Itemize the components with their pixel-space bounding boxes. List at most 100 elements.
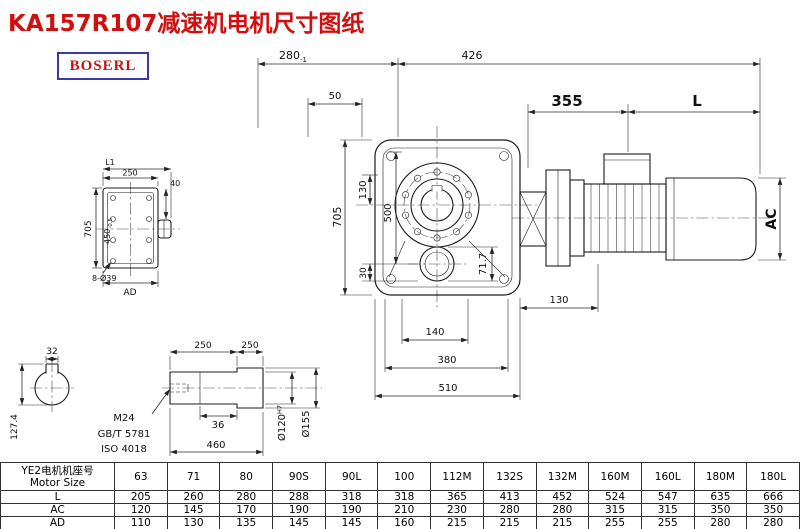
cell: 350 (746, 503, 800, 517)
column-header: 160M (588, 462, 642, 491)
cell: 190 (324, 503, 379, 517)
cell: 205 (114, 490, 168, 504)
table-row: L 205 260 280 288 318 318 365 413 452 52… (0, 490, 800, 504)
main-dimensions: 280-1 426 50 355 L 705 130 500 30 71.7 A… (257, 49, 786, 400)
cell: 215 (535, 516, 590, 529)
cell: 318 (324, 490, 379, 504)
dim-dia120: Ø120H7 (276, 405, 289, 441)
column-header: 180L (746, 462, 800, 491)
column-header: 100 (377, 462, 432, 491)
cell: 315 (588, 503, 642, 517)
cell: 210 (377, 503, 432, 517)
column-header: 180M (693, 462, 748, 491)
standard-iso-label: ISO 4018 (101, 444, 147, 455)
dim-shaft-250a: 250 (194, 341, 211, 351)
shaft-side-view (162, 367, 322, 409)
motor-size-header: YE2电机机座号 Motor Size (0, 462, 115, 491)
dim-AC: AC (764, 208, 780, 229)
table-row: AD 110 130 135 145 145 160 215 215 215 2… (0, 516, 800, 529)
cell: 130 (166, 516, 221, 529)
dim-500: 500 (383, 203, 394, 222)
cell: 315 (640, 503, 695, 517)
dim-shaft-250b: 250 (241, 341, 258, 351)
column-header: 132M (535, 462, 590, 491)
column-header: 90S (272, 462, 326, 491)
cell: 350 (693, 503, 748, 517)
page-title: KA157R107减速机电机尺寸图纸 (8, 11, 365, 37)
dim-705: 705 (331, 207, 344, 228)
cell: 524 (588, 490, 642, 504)
row-label-AD: AD (0, 516, 115, 529)
cell: 280 (746, 516, 800, 529)
column-header: 112M (430, 462, 484, 491)
dim-50: 50 (329, 91, 342, 102)
cell: 280 (535, 503, 590, 517)
technical-drawing: L1 250 40 705 450-0.5 8-Ø39 AD 32 127.4 (10, 49, 786, 456)
dim-flange-705: 705 (84, 220, 94, 237)
cell: 280 (482, 503, 537, 517)
cell: 190 (272, 503, 326, 517)
table-row: AC 120 145 170 190 190 210 230 280 280 3… (0, 503, 800, 517)
dim-shaft-36: 36 (212, 420, 225, 431)
cell: 170 (219, 503, 274, 517)
column-header: 80 (219, 462, 274, 491)
cell: 255 (640, 516, 695, 529)
cell: 215 (430, 516, 484, 529)
cell: 145 (166, 503, 221, 517)
dim-280: 280-1 (279, 49, 307, 64)
dim-130-bottom: 130 (549, 295, 568, 306)
dim-flange-450: 450-0.5 (103, 217, 114, 244)
cell: 318 (377, 490, 432, 504)
flange-view-dimensions: L1 250 40 705 450-0.5 8-Ø39 AD (84, 158, 180, 298)
cell: 452 (535, 490, 590, 504)
cell: 160 (377, 516, 432, 529)
dim-flange-250: 250 (122, 169, 137, 178)
dim-flange-AD: AD (123, 288, 136, 298)
cell: 215 (482, 516, 537, 529)
cell: 288 (272, 490, 326, 504)
dimension-table: YE2电机机座号 Motor Size 63 71 80 90S 90L 100… (0, 462, 800, 529)
dim-127-4: 127.4 (10, 414, 20, 440)
column-header: 160L (640, 462, 695, 491)
dim-510: 510 (438, 383, 457, 394)
brand-logo: BOSERL (57, 52, 149, 80)
cell: 145 (272, 516, 326, 529)
thread-label: M24 (113, 413, 134, 424)
row-label-L: L (0, 490, 115, 504)
standard-gbt-label: GB/T 5781 (98, 429, 151, 440)
cell: 413 (482, 490, 537, 504)
cell: 547 (640, 490, 695, 504)
dim-140: 140 (425, 327, 444, 338)
cell: 365 (430, 490, 484, 504)
dim-key-32: 32 (46, 347, 57, 357)
dim-130-left: 130 (358, 180, 369, 199)
cell: 666 (746, 490, 800, 504)
dim-flange-holes: 8-Ø39 (92, 273, 116, 283)
cell: 260 (166, 490, 221, 504)
cell: 230 (430, 503, 484, 517)
cell: 120 (114, 503, 168, 517)
cell: 135 (219, 516, 274, 529)
flange-view (96, 182, 180, 277)
motor-side-view (512, 153, 772, 267)
column-header: 63 (114, 462, 168, 491)
dim-426: 426 (462, 49, 483, 62)
column-header: 71 (166, 462, 221, 491)
column-header: 90L (324, 462, 379, 491)
cell: 635 (693, 490, 748, 504)
dim-flange-40: 40 (170, 179, 180, 188)
dim-dia155: Ø155 (300, 411, 312, 438)
motor-size-header-cn: YE2电机机座号 (21, 464, 94, 477)
dim-flange-L1: L1 (105, 158, 115, 167)
dim-shaft-460: 460 (206, 440, 225, 451)
shaft-side-dimensions: 250 250 36 460 M24 GB/T 5781 ISO 4018 Ø1… (98, 341, 320, 456)
dim-30: 30 (359, 267, 369, 279)
dim-L: L (692, 92, 702, 110)
dim-71-7: 71.7 (478, 253, 489, 275)
shaft-section-view: 32 127.4 (10, 347, 74, 440)
dim-380: 380 (437, 355, 456, 366)
cell: 280 (693, 516, 748, 529)
motor-size-header-en: Motor Size (29, 476, 86, 489)
column-header: 132S (482, 462, 537, 491)
